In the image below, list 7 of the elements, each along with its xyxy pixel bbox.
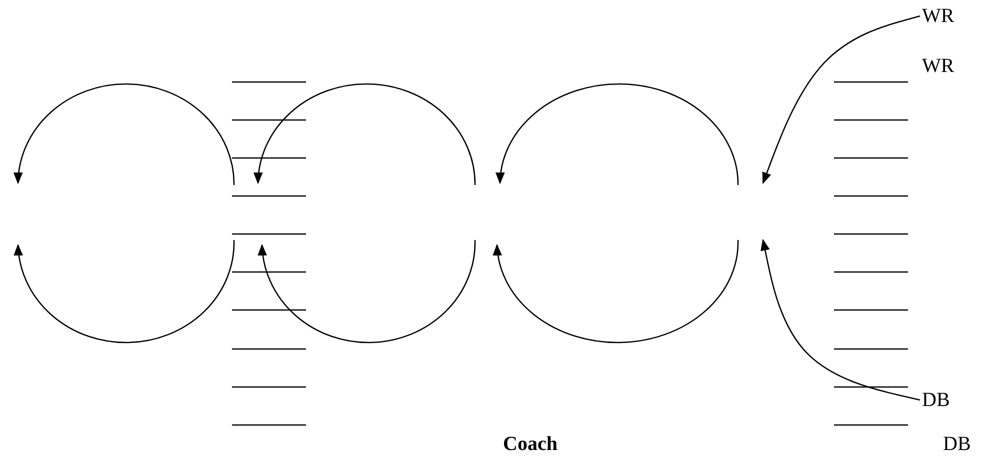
player-label: WR [922, 55, 954, 77]
coach-label: Coach [503, 433, 558, 455]
player-label: DB [922, 389, 950, 411]
player-label: WR [922, 5, 954, 27]
route-arrow [760, 238, 920, 401]
player-label: DB [943, 433, 971, 455]
route-arrow [762, 15, 920, 184]
